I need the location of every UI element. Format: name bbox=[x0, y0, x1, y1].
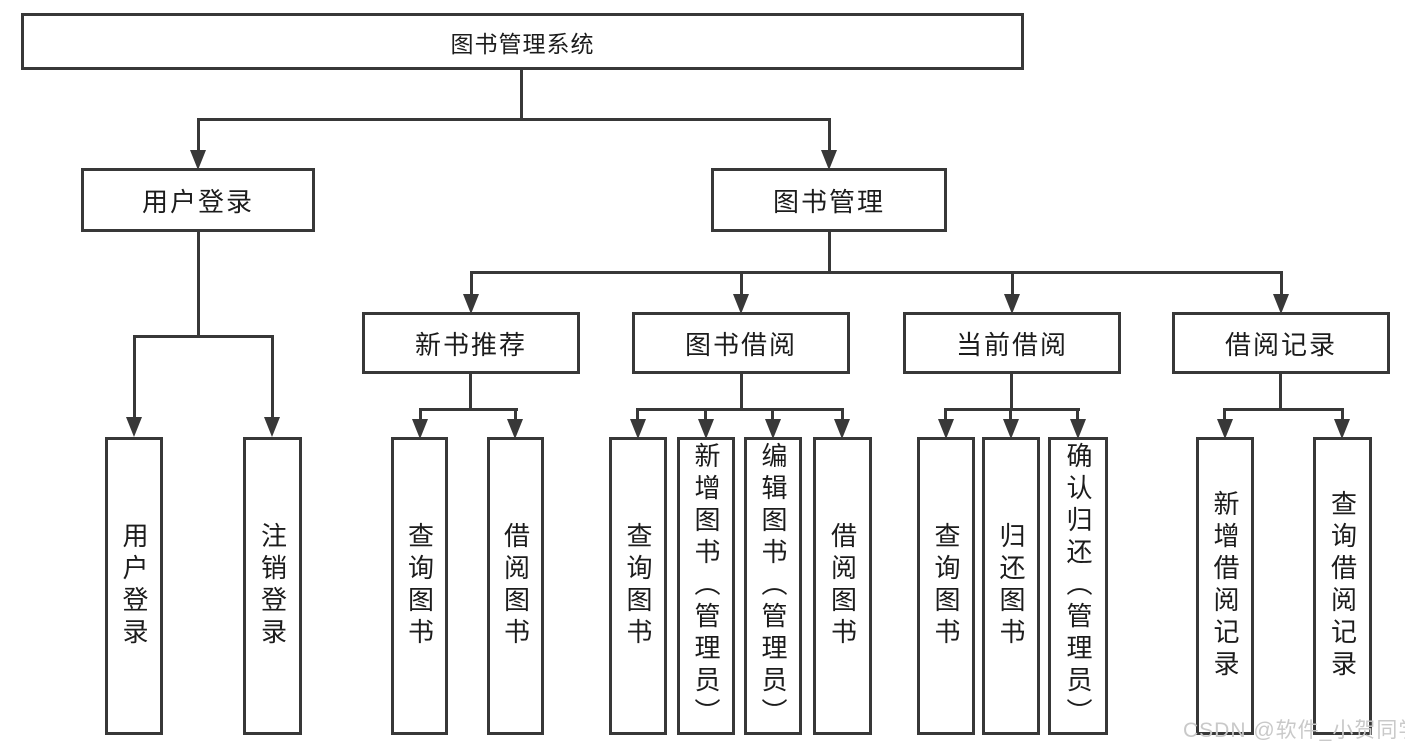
arrowhead-rec-query bbox=[412, 419, 428, 439]
arrowhead-br-query bbox=[1334, 419, 1350, 439]
leaf-records-query-record-label: 查询借阅记录 bbox=[1327, 490, 1358, 682]
connector-book-mgmt-stub bbox=[828, 232, 831, 274]
leaf-recommend-borrow-books-label: 借阅图书 bbox=[500, 522, 531, 650]
arrowhead-cb-query bbox=[938, 419, 954, 439]
leaf-current-return-books-label: 归还图书 bbox=[996, 522, 1026, 650]
connector-drop-current-borrow bbox=[1011, 271, 1014, 296]
connector-book-borrow-rail bbox=[636, 408, 844, 411]
leaf-borrow-add-books-admin: 新增图书（管理员） bbox=[677, 437, 735, 735]
connector-drop-cb-query bbox=[944, 408, 947, 420]
arrowhead-rec-borrow bbox=[507, 419, 523, 439]
node-book-borrow: 图书借阅 bbox=[632, 312, 850, 374]
connector-borrow-records-stub bbox=[1279, 374, 1282, 410]
node-new-book-recommend-label: 新书推荐 bbox=[414, 329, 527, 360]
connector-level3-rail bbox=[470, 271, 1283, 274]
node-library-system-label: 图书管理系统 bbox=[450, 30, 595, 57]
arrowhead-bb-borrow bbox=[834, 419, 850, 439]
node-current-borrow-label: 当前借阅 bbox=[955, 329, 1068, 360]
leaf-recommend-query-books-label: 查询图书 bbox=[404, 522, 435, 650]
leaf-current-query-books-label: 查询图书 bbox=[931, 522, 961, 650]
arrowhead-cb-confirm bbox=[1070, 419, 1086, 439]
connector-drop-br-query bbox=[1341, 408, 1344, 420]
leaf-borrow-edit-books-admin: 编辑图书（管理员） bbox=[744, 437, 802, 735]
leaf-borrow-borrow-books: 借阅图书 bbox=[813, 437, 872, 735]
connector-book-borrow-stub bbox=[740, 374, 743, 410]
connector-drop-leaf-logout bbox=[271, 335, 274, 419]
connector-drop-leaf-user-login bbox=[133, 335, 136, 419]
connector-new-book-rec-rail bbox=[419, 408, 518, 411]
arrowhead-br-add bbox=[1217, 419, 1233, 439]
connector-drop-new-book-rec bbox=[470, 271, 473, 296]
leaf-user-login-label: 用户登录 bbox=[119, 522, 149, 650]
connector-drop-rec-borrow bbox=[514, 408, 517, 420]
connector-level1-rail bbox=[197, 118, 831, 121]
arrowhead-leaf-logout bbox=[264, 417, 280, 437]
arrowhead-leaf-user-login bbox=[126, 417, 142, 437]
leaf-records-add-record-label: 新增借阅记录 bbox=[1210, 490, 1240, 682]
node-new-book-recommend: 新书推荐 bbox=[362, 312, 580, 374]
node-book-borrow-label: 图书借阅 bbox=[684, 329, 797, 360]
connector-current-borrow-stub bbox=[1010, 374, 1013, 410]
node-book-management: 图书管理 bbox=[711, 168, 947, 232]
leaf-borrow-query-books-label: 查询图书 bbox=[623, 522, 653, 650]
node-book-management-label: 图书管理 bbox=[772, 186, 885, 217]
leaf-current-confirm-return-admin: 确认归还（管理员） bbox=[1048, 437, 1108, 735]
connector-drop-br-add bbox=[1223, 408, 1226, 420]
connector-new-book-rec-stub bbox=[469, 374, 472, 410]
arrowhead-borrow-records bbox=[1273, 294, 1289, 314]
arrowhead-new-book-rec bbox=[463, 294, 479, 314]
connector-user-login-rail bbox=[133, 335, 274, 338]
arrowhead-bb-add bbox=[698, 419, 714, 439]
node-current-borrow: 当前借阅 bbox=[903, 312, 1121, 374]
connector-current-borrow-rail bbox=[944, 408, 1080, 411]
connector-drop-user-login bbox=[197, 118, 200, 152]
leaf-recommend-query-books: 查询图书 bbox=[391, 437, 448, 735]
leaf-borrow-borrow-books-label: 借阅图书 bbox=[827, 522, 858, 650]
connector-drop-book-mgmt bbox=[828, 118, 831, 152]
arrowhead-bb-edit bbox=[765, 419, 781, 439]
leaf-current-return-books: 归还图书 bbox=[982, 437, 1040, 735]
connector-drop-bb-edit bbox=[771, 408, 774, 420]
csdn-watermark: CSDN @软件_小贺同学 bbox=[1183, 719, 1405, 742]
node-library-system: 图书管理系统 bbox=[21, 13, 1024, 70]
leaf-user-login: 用户登录 bbox=[105, 437, 163, 735]
connector-drop-cb-return bbox=[1009, 408, 1012, 420]
connector-drop-borrow-records bbox=[1280, 271, 1283, 296]
node-borrow-records: 借阅记录 bbox=[1172, 312, 1390, 374]
arrowhead-book-borrow bbox=[733, 294, 749, 314]
leaf-records-add-record: 新增借阅记录 bbox=[1196, 437, 1254, 735]
arrowhead-book-mgmt bbox=[821, 150, 837, 170]
connector-drop-bb-query bbox=[636, 408, 639, 420]
arrowhead-cb-return bbox=[1003, 419, 1019, 439]
leaf-logout-label: 注销登录 bbox=[257, 522, 288, 650]
connector-drop-bb-add bbox=[704, 408, 707, 420]
node-user-login: 用户登录 bbox=[81, 168, 315, 232]
leaf-current-query-books: 查询图书 bbox=[917, 437, 975, 735]
connector-drop-book-borrow bbox=[740, 271, 743, 296]
leaf-borrow-query-books: 查询图书 bbox=[609, 437, 667, 735]
leaf-logout: 注销登录 bbox=[243, 437, 302, 735]
connector-root-stub bbox=[520, 70, 523, 120]
connector-drop-rec-query bbox=[419, 408, 422, 420]
leaf-records-query-record: 查询借阅记录 bbox=[1313, 437, 1372, 735]
leaf-recommend-borrow-books: 借阅图书 bbox=[487, 437, 544, 735]
arrowhead-user-login bbox=[190, 150, 206, 170]
connector-drop-cb-confirm bbox=[1076, 408, 1079, 420]
connector-borrow-records-rail bbox=[1223, 408, 1344, 411]
node-user-login-label: 用户登录 bbox=[141, 186, 254, 217]
arrowhead-current-borrow bbox=[1004, 294, 1020, 314]
leaf-current-confirm-return-admin-label: 确认归还（管理员） bbox=[1063, 442, 1093, 730]
leaf-borrow-add-books-admin-label: 新增图书（管理员） bbox=[691, 442, 721, 730]
connector-drop-bb-borrow bbox=[841, 408, 844, 420]
leaf-borrow-edit-books-admin-label: 编辑图书（管理员） bbox=[758, 442, 788, 730]
connector-user-login-stub bbox=[197, 232, 200, 338]
arrowhead-bb-query bbox=[630, 419, 646, 439]
node-borrow-records-label: 借阅记录 bbox=[1224, 329, 1337, 360]
